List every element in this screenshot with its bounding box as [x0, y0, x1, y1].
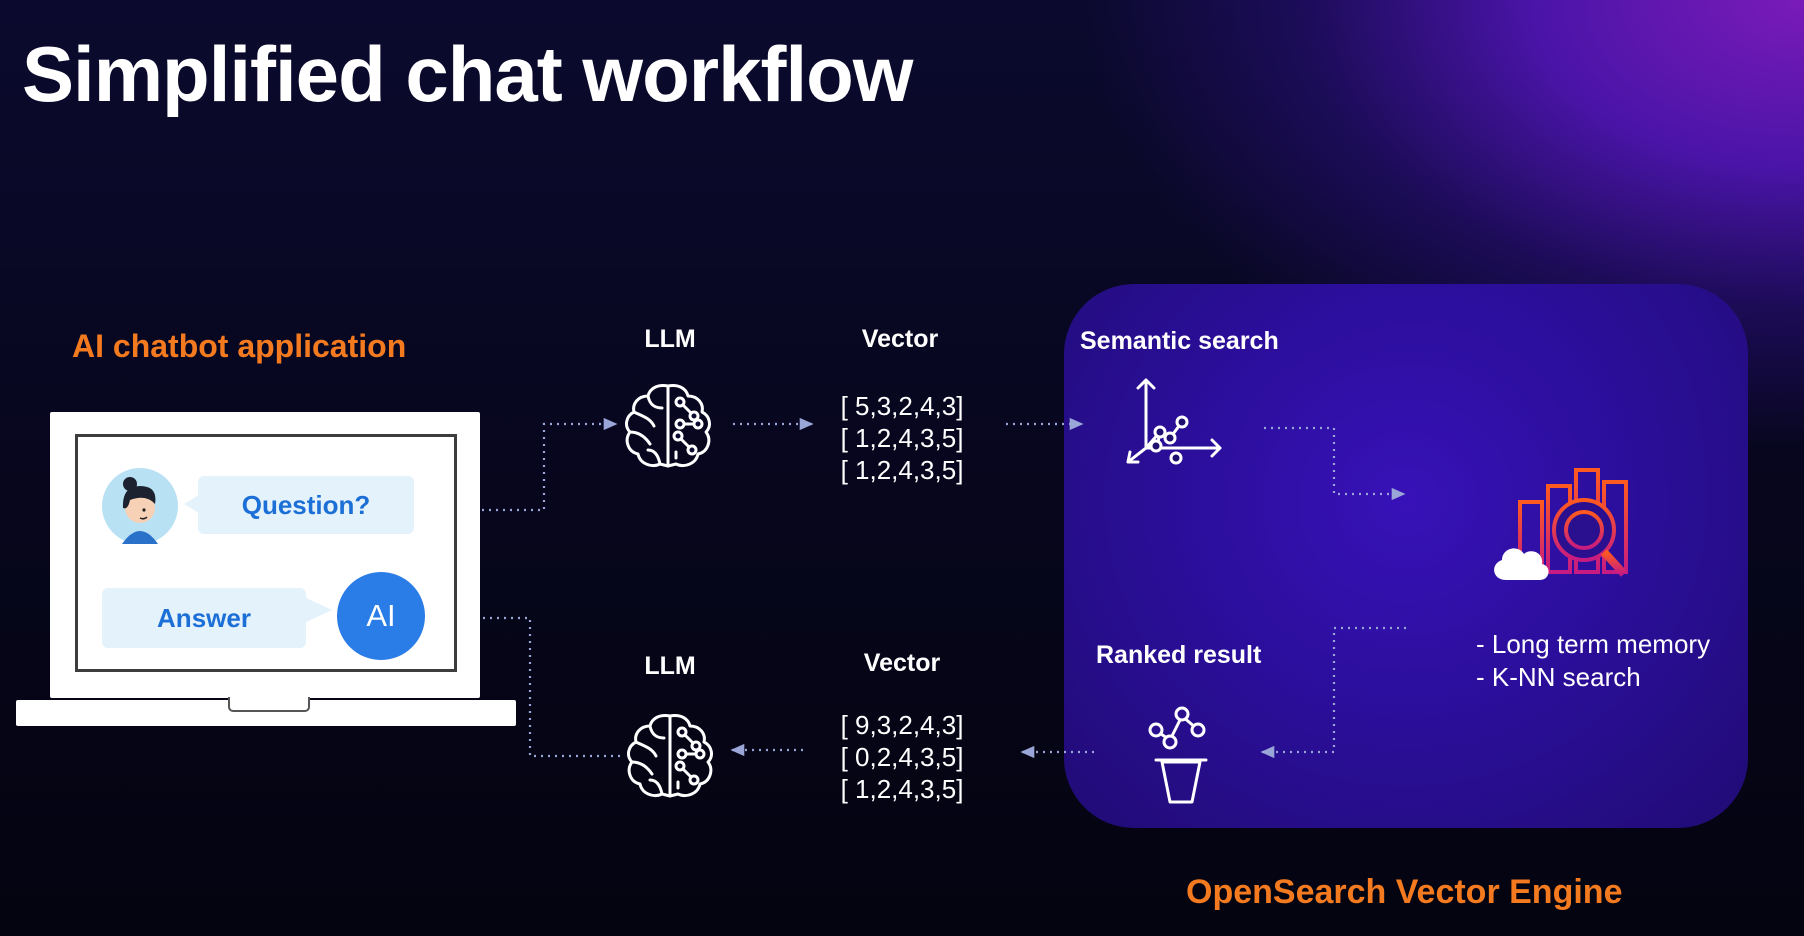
llm-label-top: LLM: [620, 325, 720, 354]
brain-icon: [620, 378, 716, 474]
vector-label-top: Vector: [840, 325, 960, 354]
arrow-search-to-engine: [1264, 428, 1404, 494]
vector-list-bottom: [ 9,3,2,4,3] [ 0,2,4,3,5] [ 1,2,4,3,5]: [822, 709, 982, 805]
user-avatar-icon: [100, 466, 180, 546]
llm-label-bottom: LLM: [620, 652, 720, 681]
engine-features: - Long term memory - K-NN search: [1476, 628, 1710, 694]
brain-icon: [622, 708, 718, 804]
feature-item: - K-NN search: [1476, 661, 1710, 694]
semantic-search-icon: [1126, 376, 1224, 468]
arrow-llm-to-laptop: [458, 618, 620, 756]
answer-bubble: Answer: [102, 588, 306, 648]
semantic-search-label: Semantic search: [1080, 327, 1300, 356]
ranked-result-label: Ranked result: [1096, 641, 1286, 670]
ai-avatar: AI: [337, 572, 425, 660]
ranked-result-icon: [1146, 704, 1216, 804]
vector-value: [ 1,2,4,3,5]: [822, 454, 982, 486]
vector-list-top: [ 5,3,2,4,3] [ 1,2,4,3,5] [ 1,2,4,3,5]: [822, 390, 982, 486]
arrow-laptop-to-llm: [482, 424, 616, 510]
vector-value: [ 1,2,4,3,5]: [822, 422, 982, 454]
vector-value: [ 1,2,4,3,5]: [822, 773, 982, 805]
vector-value: [ 9,3,2,4,3]: [822, 709, 982, 741]
question-bubble: Question?: [198, 476, 414, 534]
laptop-notch: [228, 697, 310, 712]
vector-label-bottom: Vector: [842, 649, 962, 678]
engine-label: OpenSearch Vector Engine: [1186, 873, 1622, 912]
vector-value: [ 0,2,4,3,5]: [822, 741, 982, 773]
feature-item: - Long term memory: [1476, 628, 1710, 661]
app-title: AI chatbot application: [72, 328, 406, 365]
vector-value: [ 5,3,2,4,3]: [822, 390, 982, 422]
opensearch-icon: [1486, 462, 1646, 590]
answer-bubble-tail: [302, 596, 332, 624]
